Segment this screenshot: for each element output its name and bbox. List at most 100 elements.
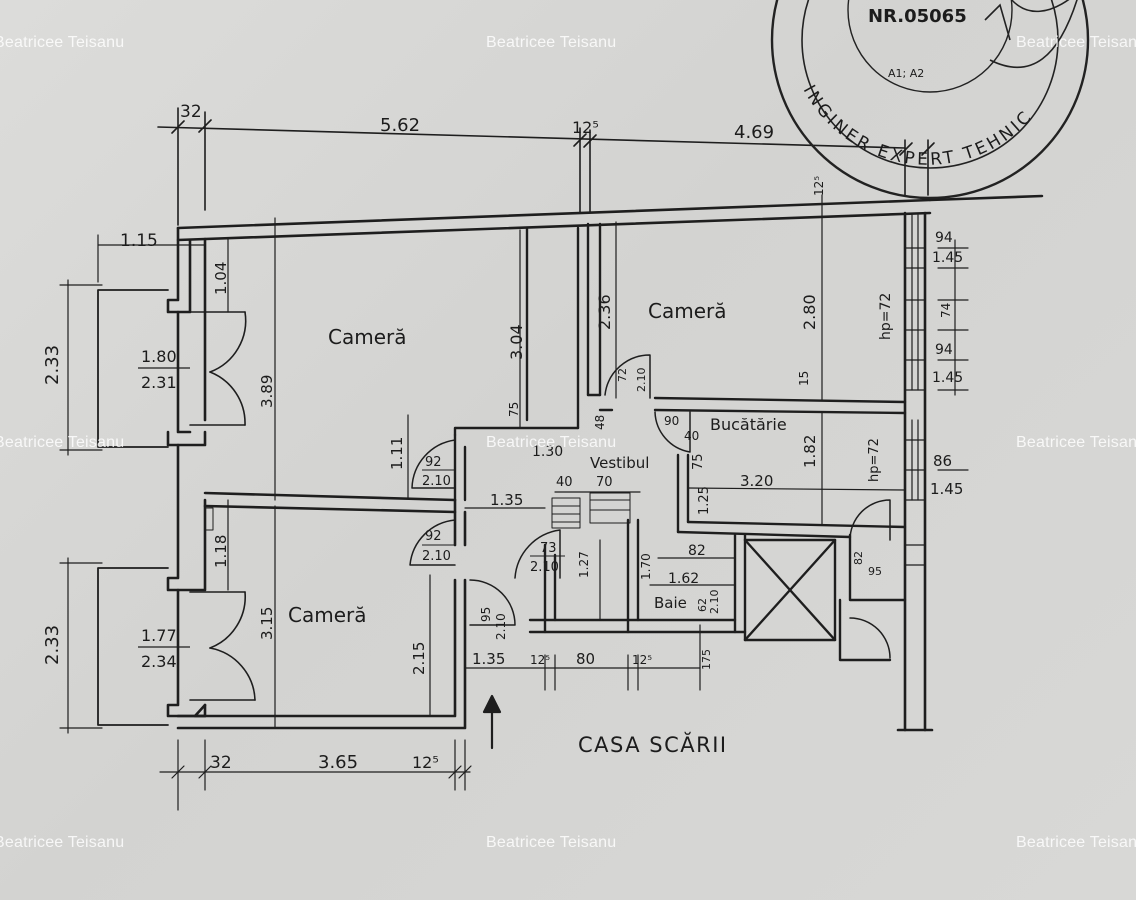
dim-right-145c: 1.45	[930, 480, 963, 498]
dim-75b: 75	[691, 453, 706, 470]
dim-top-469: 4.69	[734, 122, 774, 143]
dim-right-74: 74	[939, 303, 953, 318]
dim-bottom-365: 3.65	[318, 752, 358, 773]
dim-left-233a: 2.33	[42, 345, 63, 385]
stamp-number: NR.05065	[868, 6, 967, 27]
interior-dimension-lines	[59, 194, 969, 811]
watermark: Beatricee Teisanu	[0, 34, 125, 51]
dim-182: 1.82	[801, 435, 819, 468]
dim-window-180: 1.80	[141, 347, 177, 366]
dim-window-177: 1.77	[141, 626, 177, 645]
entrance-arrow	[482, 694, 502, 750]
dim-right-86: 86	[933, 452, 952, 470]
dim-135a: 1.35	[490, 491, 523, 509]
interior-walls	[453, 222, 907, 662]
dim-small-82: 82	[852, 551, 865, 565]
dim-top-32: 32	[180, 102, 202, 122]
dim-215: 2.15	[410, 642, 428, 675]
dim-170: 1.70	[639, 553, 653, 580]
dim-280: 2.80	[800, 294, 819, 330]
dim-304: 3.04	[507, 324, 526, 360]
room-label-camera-bottom: Cameră	[288, 603, 367, 627]
exterior-walls	[166, 194, 1044, 732]
room-label-camera-top-right: Cameră	[648, 299, 727, 323]
door-tag-210e: 2.10	[708, 590, 721, 615]
dim-small-95: 95	[868, 565, 882, 578]
dim-104: 1.04	[212, 262, 230, 295]
dim-118: 1.18	[212, 535, 230, 568]
dim-40: 40	[556, 475, 573, 490]
dim-top-562: 5.62	[380, 115, 420, 136]
sill-height-2: hp=72	[867, 438, 882, 482]
door-tag-72: 72	[616, 368, 629, 382]
stamp-arc-text: INGINER EXPERT TEHNIC	[799, 82, 1038, 170]
dim-130: 1.30	[532, 444, 563, 460]
top-dimension-lines	[157, 107, 935, 226]
dim-bottom-125c: 12⁵	[412, 753, 439, 772]
door-tag-90: 90	[664, 414, 679, 428]
watermark: Beatricee Teisanu	[486, 434, 617, 451]
watermark: Beatricee Teisanu	[1016, 834, 1136, 851]
dim-162: 1.62	[668, 571, 699, 587]
watermark: Beatricee Teisanu	[0, 434, 125, 451]
dim-left-233b: 2.33	[42, 625, 63, 665]
dim-48: 48	[593, 415, 607, 430]
dim-bottom-135: 1.35	[472, 650, 505, 668]
interior-doors	[409, 354, 891, 659]
dim-top-125b: 12⁵	[812, 176, 826, 196]
door-tag-40: 40	[684, 429, 699, 443]
sill-height-1: hp=72	[878, 293, 894, 340]
dim-389: 3.89	[258, 375, 276, 408]
dim-bottom-80: 80	[576, 650, 595, 668]
room-label-casa-scarii: CASA SCĂRII	[578, 731, 728, 757]
room-label-bucatarie: Bucătărie	[710, 415, 787, 434]
dim-window-234: 2.34	[141, 652, 177, 671]
dim-right-94b: 94	[935, 342, 953, 358]
dim-bottom-125b: 12⁵	[632, 653, 652, 667]
room-label-camera-top-left: Cameră	[328, 325, 407, 349]
door-tag-210a: 2.10	[422, 474, 451, 489]
watermark: Beatricee Teisanu	[486, 34, 617, 51]
watermark: Beatricee Teisanu	[1016, 34, 1136, 51]
door-tag-95: 95	[479, 607, 493, 622]
dim-window-231: 2.31	[141, 373, 177, 392]
dim-70: 70	[596, 475, 613, 490]
dim-top-125: 12⁵	[572, 118, 599, 137]
dim-236: 2.36	[595, 294, 614, 330]
dim-left-115: 1.15	[120, 231, 158, 251]
door-tag-210f: 2.10	[494, 613, 508, 640]
watermark: Beatricee Teisanu	[1016, 434, 1136, 451]
engineer-stamp	[770, 0, 1090, 200]
dim-75a: 75	[507, 402, 521, 417]
left-balconies	[97, 289, 169, 726]
dim-right-145a: 1.45	[932, 250, 963, 266]
door-tag-210c: 2.10	[635, 368, 648, 393]
watermark: Beatricee Teisanu	[486, 834, 617, 851]
door-tag-210d: 2.10	[530, 560, 559, 575]
dim-315: 3.15	[258, 607, 276, 640]
dim-82: 82	[688, 543, 706, 559]
dim-bottom-175: 175	[700, 649, 713, 670]
dim-bottom-125a: 12⁵	[530, 653, 550, 667]
door-tag-92a: 92	[425, 455, 442, 470]
stamp-grade: A1; A2	[888, 67, 924, 80]
dim-bottom-32: 32	[210, 753, 232, 773]
balcony-doors	[189, 311, 256, 701]
dim-320: 3.20	[740, 472, 773, 490]
bathroom-hatch	[204, 492, 631, 531]
dim-125: 1.25	[697, 486, 712, 515]
dim-111: 1.11	[388, 437, 406, 470]
room-label-vestibul: Vestibul	[590, 454, 649, 472]
dim-right-94a: 94	[935, 230, 953, 246]
dim-127: 1.27	[577, 551, 591, 578]
dim-15: 15	[797, 371, 811, 386]
door-tag-92b: 92	[425, 529, 442, 544]
right-wall-windows	[904, 214, 926, 566]
room-label-baie: Baie	[654, 594, 687, 612]
door-tag-210b: 2.10	[422, 549, 451, 564]
watermark: Beatricee Teisanu	[0, 834, 125, 851]
door-tag-73: 73	[540, 541, 557, 556]
door-tag-62: 62	[696, 598, 709, 612]
